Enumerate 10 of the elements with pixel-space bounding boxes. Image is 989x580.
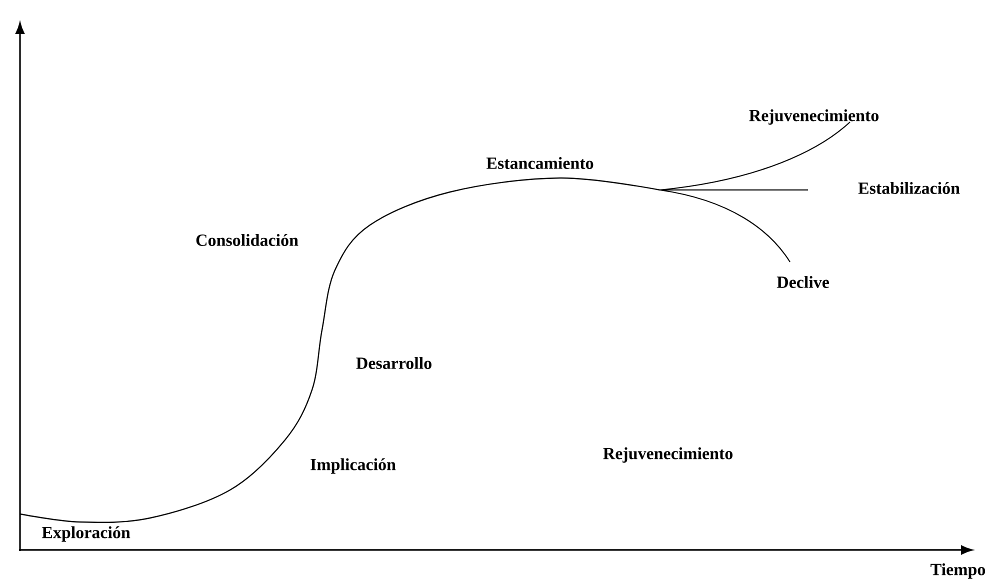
- stage-label: Exploración: [42, 526, 130, 542]
- stage-label: Declive: [776, 276, 829, 288]
- stage-label: Consolidación: [196, 234, 298, 246]
- stage-label: Desarrollo: [356, 357, 432, 369]
- stage-label: Estabilización: [858, 182, 960, 194]
- stage-label: Implicación: [310, 458, 396, 474]
- stage-label: Estancamiento: [486, 157, 594, 169]
- stage-label: Rejuvenecimiento: [749, 109, 879, 125]
- stage-label: Rejuvenecimiento: [603, 447, 733, 463]
- axis-label: Tiempo: [930, 563, 986, 579]
